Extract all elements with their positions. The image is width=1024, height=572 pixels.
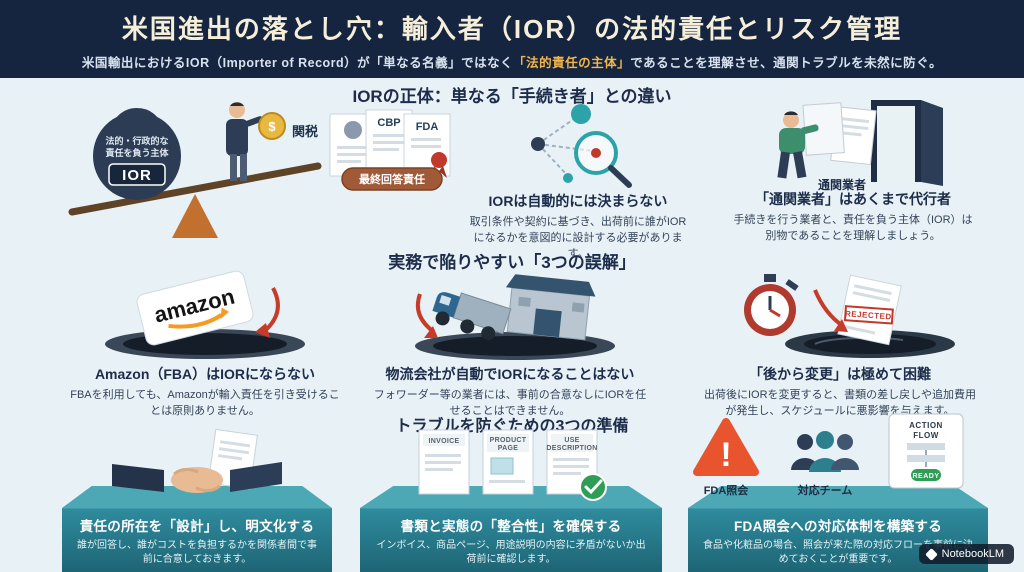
amazon-card <box>136 270 254 346</box>
fda-doc-label: FDA <box>416 121 439 133</box>
warning-exclamation: ! <box>720 436 731 474</box>
action-flow-line1: ACTION <box>909 421 943 430</box>
page-subtitle: 米国輸出におけるIOR（Importer of Record）が「単なる名義」で… <box>0 52 1024 71</box>
warning-triangle-icon <box>693 418 759 476</box>
businessman-icon <box>226 102 263 181</box>
weight-caption-line2: 責任を負う主体 <box>105 147 169 158</box>
stopwatch-rejected-icon: REJECTED <box>744 274 955 358</box>
preparation-title: 書類と実態の「整合性」を確保する <box>400 519 622 534</box>
misconception-amazon: amazon Amazon（FBA）はIORにならない FBAを利用しても、Am… <box>55 268 355 420</box>
use-label-line2: DESCRIPTION <box>546 445 597 452</box>
preparation-desc: 誰が回答し、誰がコストを負担するかを関係者間で事前に合意しておきます。 <box>77 540 317 565</box>
misconception-late-change: REJECTED 「後から変更」は極めて困難 出荷後にIORを変更すると、書類の… <box>690 268 990 420</box>
pedestal-top-3 <box>688 486 988 508</box>
ready-label: READY <box>912 473 939 480</box>
notebooklm-logo-icon <box>924 547 938 561</box>
handshake-icon <box>112 428 282 493</box>
action-flow-line2: FLOW <box>913 431 939 440</box>
page-title: 米国進出の落とし穴：輸入者（IOR）の法的責任とリスク管理 <box>121 14 903 44</box>
ior-scale-illustration: 法的・行政的な 責任を負う主体 IOR $ 関税 CBP <box>68 102 451 238</box>
preparation-title: 責任の所在を「設計」し、明文化する <box>79 519 315 534</box>
pedestal-top-1 <box>62 486 332 508</box>
auto-desc: 取引条件や契約に基づき、出荷前に誰がIORになるかを意図的に設計する必要がありま… <box>469 216 687 260</box>
auto-title: IORは自動的には決まらない <box>488 193 668 209</box>
broker-desc: 手続きを行う業者と、責任を負う主体（IOR）は別物であることを理解しましょう。 <box>733 214 973 242</box>
tariff-label: 関税 <box>292 124 318 139</box>
falling-arrow <box>813 289 845 328</box>
ribbon-seal-icon <box>431 152 447 168</box>
identity-auto-column: IORは自動的には決まらない 取引条件や契約に基づき、出荷前に誰がIORになるか… <box>462 96 694 263</box>
preparation-2-panel: 書類と実態の「整合性」を確保する インボイス、商品ページ、用途説明の内容に矛盾が… <box>360 508 662 572</box>
amazon-hole-icon: amazon <box>105 270 305 359</box>
misconception-title: 「後から変更」は極めて困難 <box>749 366 931 382</box>
misconception-title: 物流会社が自動でIORになることはない <box>385 366 635 382</box>
falling-arrow <box>415 293 436 334</box>
tariff-coin-icon <box>258 112 286 140</box>
product-label-line1: PRODUCT <box>490 437 527 444</box>
scale-beam <box>68 162 322 216</box>
use-description-doc: USE DESCRIPTION <box>546 429 598 495</box>
misconception-title: Amazon（FBA）はIORにならない <box>94 366 316 382</box>
scale-fulcrum <box>172 194 218 238</box>
action-flow-card: ACTION FLOW READY <box>888 413 964 489</box>
cbp-doc-label: CBP <box>377 117 400 129</box>
rejected-paper-icon: REJECTED <box>837 274 902 346</box>
broker-person-icon <box>777 111 819 179</box>
header-banner: 米国進出の落とし穴：輸入者（IOR）の法的責任とリスク管理 米国輸出におけるIO… <box>0 0 1024 78</box>
truck-warehouse-hole-icon <box>415 274 615 360</box>
documents-check-icon: INVOICE PRODUCT PAGE USE DESCRIPTION <box>418 429 607 501</box>
final-answer-badge <box>341 167 443 191</box>
product-page-doc: PRODUCT PAGE <box>482 429 534 495</box>
fda-response-icon: ! FDA照会 対応チーム ACTION FLOW READY <box>693 413 964 497</box>
fda-inquiry-label: FDA照会 <box>704 483 750 497</box>
magnifier-handle <box>608 165 632 188</box>
pit-hole <box>433 336 597 356</box>
broker-door-icon <box>777 100 943 186</box>
preparation-title: FDA照会への対応体制を構築する <box>733 519 943 534</box>
subtitle-pre: 米国輸出におけるIOR（Importer of Record）が「単なる名義」で… <box>81 56 514 70</box>
coin-dollar-sign: $ <box>268 119 276 134</box>
section-title-misconceptions: 実務で陥りやすい「3つの誤解」 <box>388 253 636 272</box>
notebooklm-watermark: NotebookLM <box>918 544 1014 564</box>
rejected-stamp-label: REJECTED <box>845 309 892 321</box>
subtitle-post: であることを理解させ、通関トラブルを未然に防ぐ。 <box>630 56 943 70</box>
final-answer-badge-label: 最終回答責任 <box>359 172 425 186</box>
broker-label: 通関業者 <box>818 178 867 192</box>
identity-broker-column: 通関業者 「通関業者」はあくまで代行者 手続きを行う業者と、責任を負う主体（IO… <box>722 94 984 245</box>
preparation-desc: 食品や化粧品の場合、照会が来た際の対応フローを事前に決めておくことが重要です。 <box>703 540 973 565</box>
ior-badge <box>108 163 166 186</box>
watermark-label: NotebookLM <box>941 548 1004 560</box>
ready-badge <box>911 469 941 481</box>
subtitle-highlight: 「法的責任の主体」 <box>513 56 631 70</box>
stopwatch-icon <box>744 274 799 336</box>
use-label-line1: USE <box>564 437 579 444</box>
ior-badge-label: IOR <box>122 167 152 184</box>
section-title-identity: IORの正体：単なる「手続き者」との違い <box>352 87 672 106</box>
team-icon <box>791 431 859 472</box>
invoice-label: INVOICE <box>429 438 460 445</box>
product-label-line2: PAGE <box>498 445 519 452</box>
response-team-label: 対応チーム <box>797 483 853 497</box>
preparation-1-panel: 責任の所在を「設計」し、明文化する 誰が回答し、誰がコストを負担するかを関係者間… <box>62 508 332 572</box>
network-magnifier-icon <box>531 104 632 188</box>
broker-title: 「通関業者」はあくまで代行者 <box>755 191 951 207</box>
preparation-desc: インボイス、商品ページ、用途説明の内容に矛盾がないか出荷前に確認します。 <box>376 540 646 565</box>
misconception-logistics: 物流会社が自動でIORになることはない フォワーダー等の業者には、事前の合意なし… <box>360 268 660 420</box>
warehouse-icon <box>505 274 596 341</box>
customs-documents-icon: CBP FDA <box>329 109 451 178</box>
amazon-smile <box>168 313 223 329</box>
weight-caption-line1: 法的・行政的な <box>105 135 168 146</box>
check-circle-icon <box>579 473 607 501</box>
misconception-desc: FBAを利用しても、Amazonが輸入責任を引き受けることは原則ありません。 <box>70 389 340 417</box>
invoice-doc: INVOICE <box>418 429 470 495</box>
misconception-desc: フォワーダー等の業者には、事前の合意なしにIORを任せることはできません。 <box>373 389 647 417</box>
truck-icon <box>432 292 512 341</box>
